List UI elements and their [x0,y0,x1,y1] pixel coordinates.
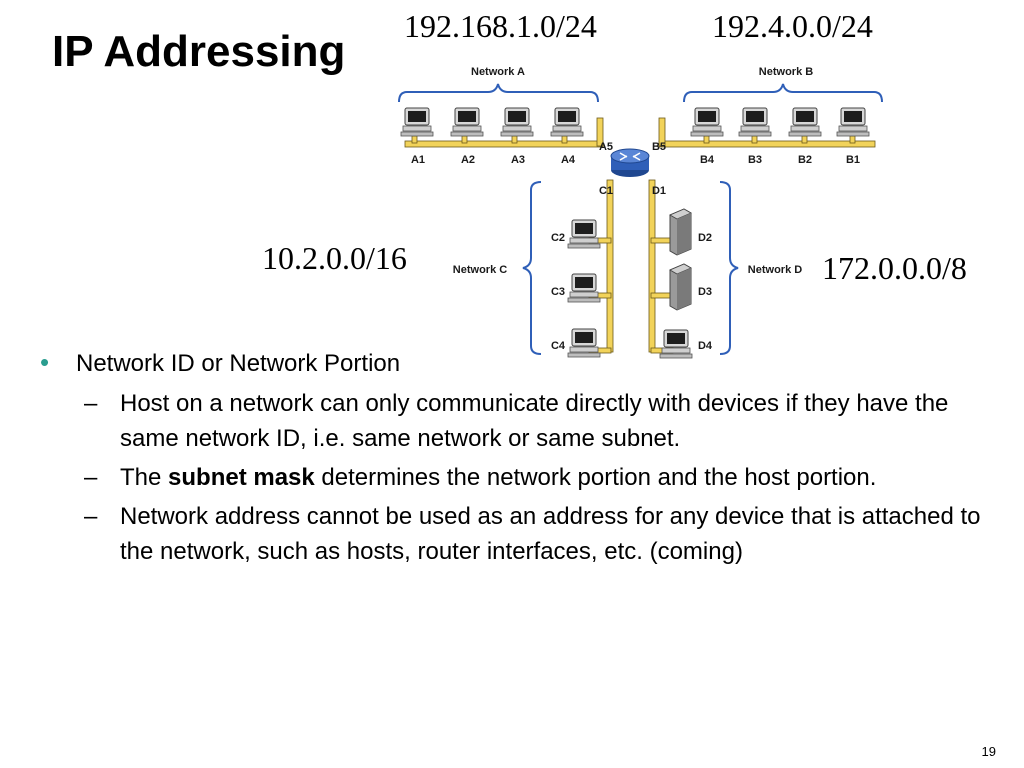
host-label: D3 [698,286,712,298]
network-b-address: 192.4.0.0/24 [712,8,873,44]
sub-bullet-text: Host on a network can only communicate d… [120,390,949,452]
host-b4-computer-icon [690,107,724,137]
network-d-bracket [719,181,739,355]
slide-title: IP Addressing [52,27,346,76]
sub-bullet-text-suffix: determines the network portion and the h… [314,464,877,491]
host-label: A4 [561,154,576,166]
network-c-label: Network C [453,264,507,276]
router-interface-label: D1 [652,185,666,197]
host-a4-computer-icon [550,107,584,137]
host-label: B2 [798,154,812,166]
bullet-list: • Network ID or Network Portion – Host o… [40,347,1000,573]
host-d2-server-icon [669,208,692,256]
host-c3-computer-icon [567,273,601,303]
host-label: A3 [511,154,525,166]
host-label: A2 [461,154,475,166]
network-d-label: Network D [748,264,802,276]
sub-bullet-subnet-mask: – The subnet mask determines the network… [82,460,1000,495]
dash-icon: – [84,503,98,530]
network-a-address: 192.168.1.0/24 [404,8,597,44]
host-label: D2 [698,232,712,244]
host-label: D4 [698,340,713,352]
bullet-text: Network ID or Network Portion [76,350,401,377]
host-b1-computer-icon [836,107,870,137]
host-label: C3 [551,286,565,298]
router-icon [610,148,650,177]
router-interface-label: A5 [599,141,613,153]
sub-bullet-network-address: – Network address cannot be used as an a… [82,499,1000,569]
network-c-bracket [522,181,542,355]
host-b3-computer-icon [738,107,772,137]
host-a2-computer-icon [450,107,484,137]
dash-icon: – [84,464,98,491]
network-diagram: Network A Network B Network C Network D … [398,66,883,359]
host-b2-computer-icon [788,107,822,137]
host-c2-computer-icon [567,219,601,249]
sub-bullet-host-communication: – Host on a network can only communicate… [82,386,1000,456]
host-a1-computer-icon [400,107,434,137]
dash-icon: – [84,390,98,417]
router-interface-label: B5 [652,141,666,153]
host-label: B3 [748,154,762,166]
network-c-address: 10.2.0.0/16 [262,240,407,276]
host-label: B4 [700,154,715,166]
subnet-mask-term: subnet mask [168,464,315,491]
network-b-label: Network B [759,66,813,78]
network-a-bracket [398,83,599,103]
page-number: 19 [981,744,996,759]
host-label: C2 [551,232,565,244]
host-d3-server-icon [669,263,692,311]
router-interface-label: C1 [599,185,613,197]
host-label: A1 [411,154,425,166]
bullet-dot-icon: • [40,347,50,377]
host-a3-computer-icon [500,107,534,137]
network-a-label: Network A [471,66,525,78]
sub-bullet-text-prefix: The [120,464,169,491]
host-label: B1 [846,154,860,166]
bullet-network-id: • Network ID or Network Portion [40,347,1000,380]
network-d-address: 172.0.0.0/8 [822,250,967,286]
network-b-bracket [683,83,883,103]
sub-bullet-text: Network address cannot be used as an add… [120,503,981,565]
host-label: C4 [551,340,566,352]
